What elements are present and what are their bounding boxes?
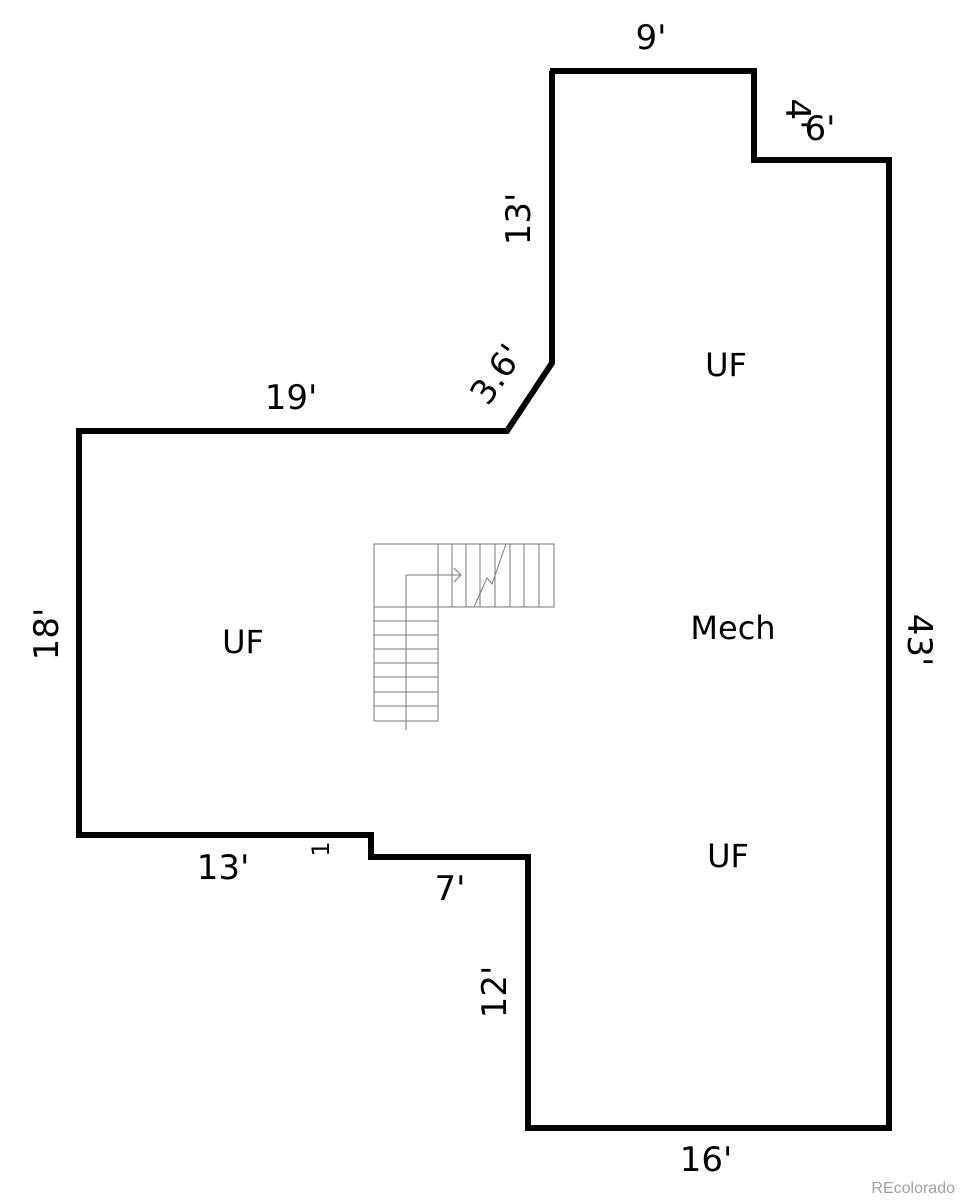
stair-upper-run bbox=[373, 543, 555, 608]
dim-lower-left-wall: 12' bbox=[475, 966, 515, 1019]
dim-angled-wall: 3.6' bbox=[462, 337, 531, 412]
dim-bottom-left: 13' bbox=[197, 848, 250, 888]
room-label-uf-bottom: UF bbox=[707, 837, 749, 875]
dim-notch-horizontal: 6' bbox=[805, 109, 836, 149]
staircase bbox=[373, 543, 555, 730]
stair-break-line bbox=[473, 543, 507, 608]
dim-step: 1 bbox=[307, 841, 335, 856]
dim-left-wall: 18' bbox=[27, 608, 67, 661]
room-label-uf-top: UF bbox=[705, 346, 747, 384]
dim-upper-left-wall: 13' bbox=[499, 193, 539, 246]
dim-top: 9' bbox=[636, 18, 667, 58]
dim-bottom: 16' bbox=[680, 1140, 733, 1180]
room-label-mech: Mech bbox=[690, 609, 775, 647]
room-label-uf-left: UF bbox=[222, 623, 264, 661]
dim-right-wall: 43' bbox=[899, 614, 939, 667]
outer-wall bbox=[76, 68, 892, 1131]
arrow-head-icon bbox=[453, 567, 462, 583]
watermark: REcolorado bbox=[871, 1180, 955, 1197]
dim-notch-vertical: 4' bbox=[777, 99, 817, 130]
dim-left-top: 19' bbox=[265, 378, 318, 418]
dim-bottom-middle: 7' bbox=[435, 869, 466, 909]
stair-direction-arrow bbox=[405, 574, 460, 730]
